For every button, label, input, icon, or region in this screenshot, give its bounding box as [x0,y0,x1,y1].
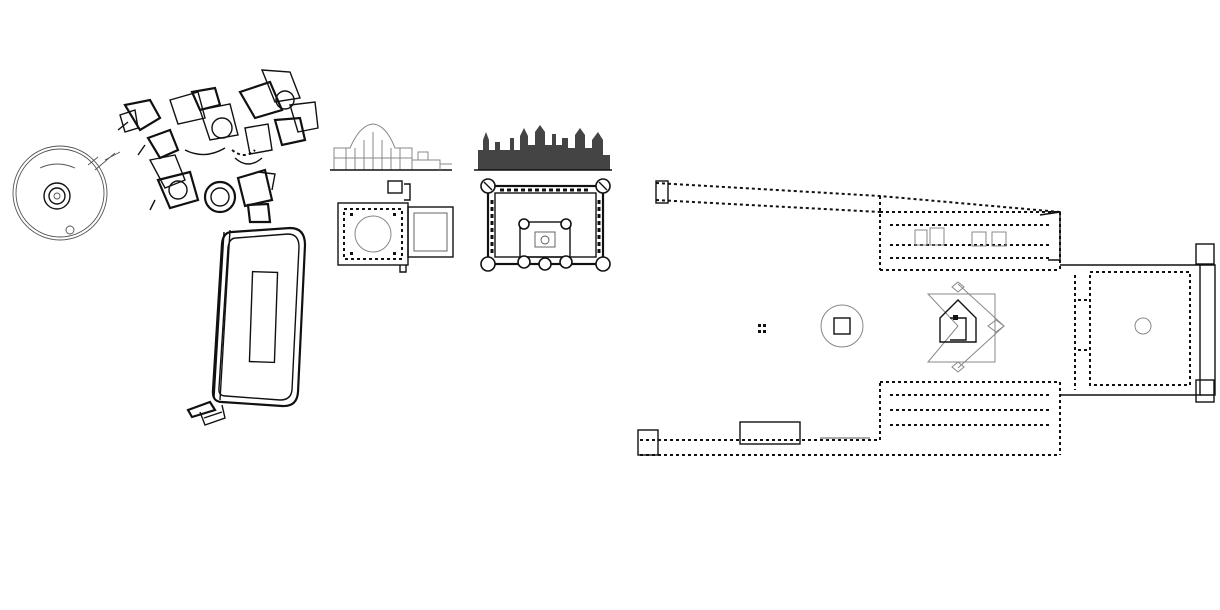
castle-elevation [474,125,612,171]
palace-forum-plan [637,180,1216,456]
villa-complex-plan [117,69,319,224]
domed-hall-plan [337,180,454,273]
circus-arena-plan [186,226,307,426]
round-temple-plan [12,145,121,241]
domed-hall-elevation [330,123,452,171]
castle-plan [480,178,611,272]
